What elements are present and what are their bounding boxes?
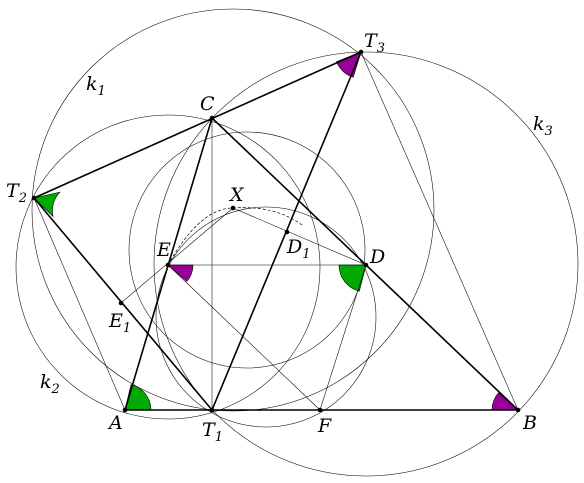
angle-E-purple: [167, 264, 194, 282]
line-D-F: [319, 264, 367, 411]
label-D: D: [369, 246, 385, 268]
line-X-D: [232, 207, 367, 266]
label-D1: D1: [286, 236, 311, 262]
label-E: E: [156, 239, 171, 261]
point-E: [165, 262, 171, 268]
label-T2: T2: [6, 180, 27, 206]
point-A: [122, 407, 128, 413]
label-F: F: [317, 415, 332, 437]
labels: C T3 T2 k1 k2 k3 X E D D1 E1 A T1 F B: [6, 30, 553, 445]
line-T2-T3: [33, 51, 362, 199]
thin-lines: [33, 51, 519, 411]
label-T1: T1: [202, 419, 223, 445]
label-C: C: [200, 93, 215, 115]
label-k2: k2: [40, 371, 60, 397]
circle-k3: [153, 51, 579, 477]
point-T2: [31, 195, 37, 201]
angle-T2-green: [33, 191, 61, 218]
label-B: B: [522, 412, 537, 434]
label-k1: k1: [86, 73, 106, 99]
label-T3: T3: [364, 30, 385, 56]
circle-T1-center: [128, 131, 366, 369]
circles: [15, 8, 579, 477]
angle-T3-purple: [336, 51, 362, 78]
label-k3: k3: [533, 113, 553, 139]
label-E1: E1: [108, 310, 131, 336]
point-X: [230, 205, 236, 211]
point-C: [209, 115, 215, 121]
angle-markers: [33, 51, 519, 411]
line-T3-B: [360, 51, 519, 411]
point-D1: [284, 229, 290, 235]
thick-lines: [33, 51, 519, 411]
point-B: [515, 407, 521, 413]
label-X: X: [228, 184, 245, 206]
points: [31, 49, 521, 413]
line-T2-A: [33, 197, 126, 411]
angle-D-green: [338, 264, 367, 292]
point-E1: [118, 300, 124, 306]
point-F: [317, 407, 323, 413]
circle-incircle: [155, 206, 377, 428]
line-E-F: [167, 264, 321, 411]
line-E1-X: [120, 207, 234, 304]
circle-k1: [31, 8, 435, 412]
dashed-arc-X: [167, 207, 303, 266]
point-T3: [358, 49, 364, 55]
label-A: A: [107, 412, 123, 434]
point-D: [363, 262, 369, 268]
point-T1: [209, 407, 215, 413]
circle-k2: [15, 114, 321, 420]
